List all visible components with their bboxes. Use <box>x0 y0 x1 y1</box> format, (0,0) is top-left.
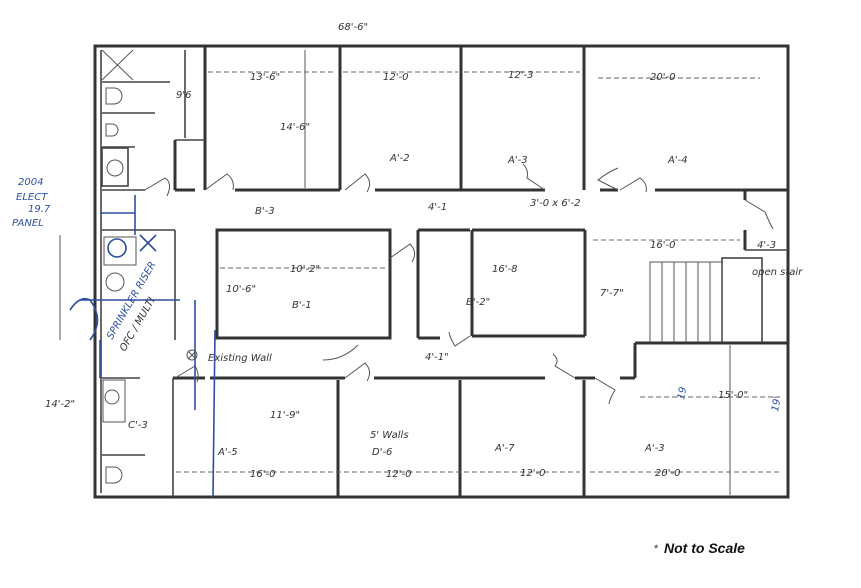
panel-note: PANEL <box>12 218 44 229</box>
top-rooms-walls <box>173 46 788 192</box>
restroom-strip <box>101 49 176 497</box>
corridor-width-label: 4'-1 <box>428 202 447 213</box>
room-depth-label: 20'-0 <box>655 468 680 479</box>
room-depth-label: 12'-0 <box>520 468 545 479</box>
existing-wall-label: Existing Wall <box>208 353 272 364</box>
blue-dimension: 19' <box>770 395 784 412</box>
exterior-walls <box>93 44 790 499</box>
lobby-small-label: 4'-3 <box>757 240 776 251</box>
room-label: A'-4 <box>667 155 688 166</box>
room-width-label: 16'-8 <box>492 264 517 275</box>
room-width-label: 12'-0 <box>383 72 408 83</box>
corridor-width-label: 4'-1" <box>425 352 449 363</box>
room-label: A'-7 <box>494 443 515 454</box>
room-width-label: 15'-0" <box>718 390 748 401</box>
restroom-label: C'-3 <box>128 420 148 431</box>
room-label: A'-5 <box>217 447 238 458</box>
closet-label: 9'6 <box>176 90 191 101</box>
room-width-label: 13'-6" <box>250 72 280 83</box>
room-label: D'-6 <box>372 447 392 458</box>
panel-note: 19.7 <box>28 204 51 215</box>
lobby-stair <box>620 190 788 495</box>
not-to-scale-note: Not to Scale <box>664 540 745 556</box>
room-width-label: 11'-9" <box>270 410 300 421</box>
open-stair-label: open stair <box>752 267 803 278</box>
bottom-rooms-walls <box>173 376 595 497</box>
restroom-height-label: 14'-2" <box>45 399 75 410</box>
door-note: 3'-0 x 6'-2 <box>530 198 580 209</box>
room-depth-label: 14'-6" <box>280 122 310 133</box>
room-label: B'-1 <box>292 300 312 311</box>
walls-note: 5' Walls <box>370 430 409 441</box>
room-label: A'-2 <box>389 153 410 164</box>
existing-wall-symbol-x <box>187 350 197 360</box>
corridor-label: B'-3 <box>255 206 275 217</box>
room-label: A'-3 <box>644 443 665 454</box>
existing-wall-leader <box>322 344 359 361</box>
panel-note: 2004 <box>18 177 43 188</box>
room-depth-label: 10'-6" <box>226 284 256 295</box>
room-width-label: 20'-0 <box>650 72 675 83</box>
stair-treads <box>649 261 723 345</box>
room-label: B'-2" <box>466 297 490 308</box>
room-width-label: 10'-2" <box>290 264 320 275</box>
room-depth-label: 16'-0 <box>250 469 275 480</box>
room-depth-label: 12'-0 <box>386 469 411 480</box>
blue-dimension: 19 <box>676 386 689 400</box>
lobby-width-label: 16'-0 <box>650 240 675 251</box>
dimension-lines <box>176 71 780 473</box>
panel-note: ELECT <box>16 192 48 203</box>
footnote-star: * <box>654 543 659 555</box>
room-width-label: 12'-3 <box>508 70 533 81</box>
overall-width-label: 68'-6" <box>338 22 368 33</box>
stair-depth-label: 7'-7" <box>600 288 624 299</box>
room-label: A'-3 <box>507 155 528 166</box>
existing-wall-symbol <box>186 349 198 361</box>
middle-rooms-walls <box>215 228 587 340</box>
blue-pen-marks <box>59 195 216 498</box>
door-swings <box>144 163 774 405</box>
